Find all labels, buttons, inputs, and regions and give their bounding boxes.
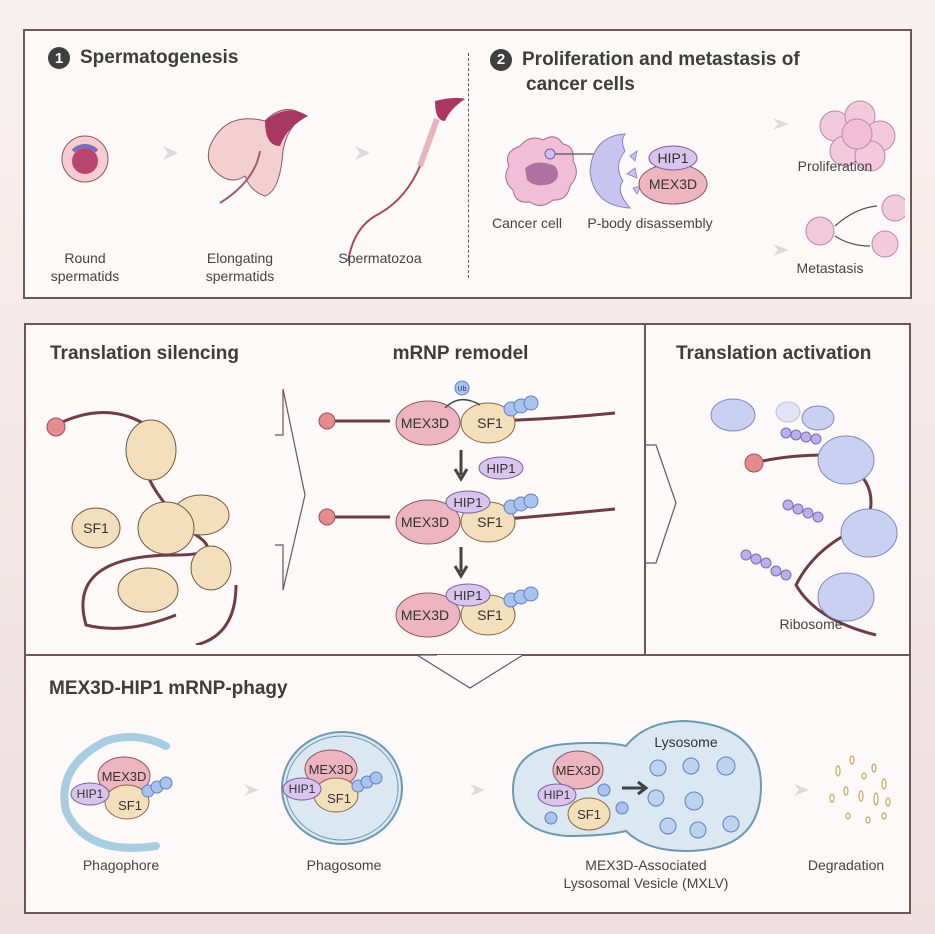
degradation-fragments-icon	[829, 755, 891, 824]
elongating-spermatids-label: Elongating spermatids	[205, 250, 275, 284]
spermatogenesis-illustration	[61, 97, 465, 261]
hip1-protein	[478, 456, 524, 480]
silencing-title: Translation silencing	[50, 343, 239, 364]
right-arrow-icon	[622, 780, 649, 796]
mxlv-label: MEX3D-Associated Lysosomal Vesicle (MXLV…	[563, 857, 729, 891]
phagy-title: MEX3D-HIP1 mRNP-phagy	[49, 678, 288, 699]
remodel-illustration: MEX3D SF1 Ub HIP1 HIP1 MEX3D SF1 HIP1 ME…	[275, 380, 616, 638]
lysosomal-enzyme-icons	[647, 756, 740, 839]
svg-text:HIP1: HIP1	[454, 495, 483, 510]
remodel-title: mRNP remodel	[392, 343, 529, 364]
svg-text:SF1: SF1	[477, 607, 503, 623]
p-body-disassembly-label: P-body disassembly	[587, 215, 713, 231]
proliferation-label: Proliferation	[797, 158, 873, 174]
phagy-panel: MEX3D-HIP1 mRNP-phagy MEX3D HIP1 SF1 MEX…	[24, 654, 911, 914]
chevron-arrow-icon	[355, 146, 370, 160]
down-transition-arrow-icon	[416, 654, 524, 689]
svg-text:MEX3D: MEX3D	[401, 415, 449, 431]
chevron-arrow-icon	[773, 244, 789, 256]
svg-text:MEX3D: MEX3D	[309, 762, 354, 777]
elongating-spermatid-icon	[207, 109, 308, 204]
degradation-label: Degradation	[807, 857, 885, 873]
sf1-protein	[71, 507, 121, 549]
activation-title: Translation activation	[676, 343, 872, 364]
down-arrow-icon	[453, 547, 469, 579]
svg-text:HIP1: HIP1	[544, 788, 571, 802]
svg-text:MEX3D: MEX3D	[102, 769, 147, 784]
activation-illustration	[646, 398, 898, 637]
spermatozoa-label: Spermatozoa	[338, 250, 422, 266]
spermatozoa-icon	[347, 97, 465, 261]
transition-arrow-icon	[646, 444, 677, 564]
step-number-badge: 2	[490, 48, 512, 71]
svg-text:MEX3D: MEX3D	[401, 514, 449, 530]
chevron-arrow-icon	[794, 784, 809, 796]
svg-text:HIP1: HIP1	[487, 461, 516, 476]
silenced-mrnp-illustration: SF1	[46, 411, 238, 645]
svg-text:MEX3D: MEX3D	[556, 763, 601, 778]
phagosome-label: Phagosome	[306, 857, 382, 873]
cap-icon	[744, 453, 764, 473]
mex3d-text: MEX3D	[649, 176, 697, 192]
svg-text:SF1: SF1	[477, 514, 503, 530]
proliferation-cluster-icon	[819, 100, 896, 172]
remodel-panel: mRNP remodel MEX3D SF1 Ub HIP1 HIP1 MEX3…	[275, 323, 646, 656]
down-arrow-icon	[453, 450, 469, 482]
round-spermatids-label: Round spermatids	[50, 250, 120, 284]
chevron-arrow-icon	[244, 784, 259, 796]
hip1-protein	[648, 145, 698, 171]
ribosome-icon	[710, 398, 898, 622]
cancer-cell-label: Cancer cell	[491, 215, 563, 231]
phagy-illustration: MEX3D HIP1 SF1 MEX3D HIP1 SF1 MEX3D HIP1…	[60, 719, 891, 853]
ribosome-label: Ribosome	[779, 616, 843, 632]
svg-text:SF1: SF1	[477, 415, 503, 431]
svg-text:HIP1: HIP1	[454, 588, 483, 603]
p-body-disassembly-icon	[589, 133, 642, 209]
svg-text:SF1: SF1	[577, 807, 601, 822]
svg-text:SF1: SF1	[83, 520, 109, 536]
metastasis-label: Metastasis	[796, 260, 864, 276]
svg-text:MEX3D: MEX3D	[401, 607, 449, 623]
step-number-badge: 1	[48, 47, 70, 69]
cancer-cell-icon	[505, 136, 577, 206]
svg-text:HIP1: HIP1	[77, 787, 104, 801]
silencing-panel: Translation silencing SF1	[24, 323, 277, 656]
ub-icon	[454, 380, 470, 396]
cancer-illustration: HIP1 MEX3D	[505, 100, 905, 258]
svg-text:HIP1: HIP1	[289, 782, 316, 796]
activation-panel: Translation activation Ribosome	[644, 323, 911, 656]
phagophore-membrane-icon	[60, 733, 170, 852]
hip1-text: HIP1	[657, 150, 688, 166]
metastasis-cells-icon	[805, 194, 905, 258]
svg-text:SF1: SF1	[118, 798, 142, 813]
svg-text:SF1: SF1	[327, 791, 351, 806]
transition-arrow-icon	[275, 388, 306, 591]
chevron-arrow-icon	[163, 146, 178, 160]
round-spermatid-icon	[61, 135, 109, 183]
svg-text:Ub: Ub	[458, 386, 467, 393]
chevron-arrow-icon	[470, 784, 485, 796]
phagophore-label: Phagophore	[82, 857, 160, 873]
chevron-arrow-icon	[773, 118, 789, 130]
cap-icon	[46, 417, 66, 437]
section-divider	[468, 53, 469, 278]
lysosome-label: Lysosome	[654, 734, 718, 750]
